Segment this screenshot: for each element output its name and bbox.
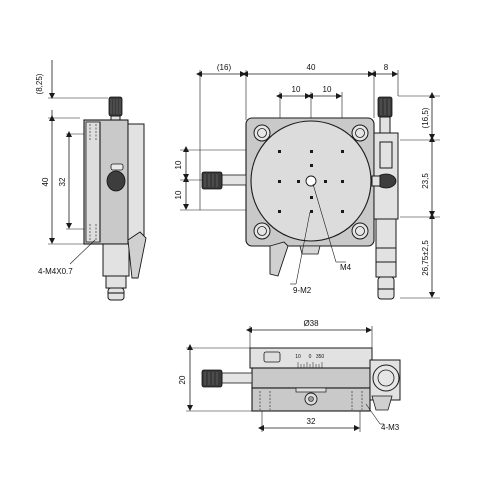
top-view: (16) 40 8 10 10 10 10 bbox=[174, 63, 440, 300]
dim-bottom-diameter: Ø38 bbox=[303, 319, 319, 328]
dim-top-width: 40 bbox=[307, 63, 316, 72]
dim-side-upper: 10 bbox=[174, 160, 183, 169]
front-view: Ø38 20 10 0 350 bbox=[178, 319, 401, 432]
dim-top-offset: (16) bbox=[217, 63, 232, 72]
dim-right-travel: 26,75±2,5 bbox=[421, 240, 430, 276]
label-m4: M4 bbox=[340, 263, 352, 272]
dim-top-inner-right: 10 bbox=[323, 85, 332, 94]
dim-bottom-width: 32 bbox=[307, 417, 316, 426]
dim-top-right: 8 bbox=[384, 63, 389, 72]
dim-left-top: (8,25) bbox=[35, 73, 44, 94]
dim-left-height: 40 bbox=[41, 177, 50, 186]
scale-label-mid: 0 bbox=[309, 354, 312, 360]
dim-bottom-height: 20 bbox=[178, 375, 187, 384]
scale-label-right: 350 bbox=[316, 354, 325, 360]
dim-top-inner-left: 10 bbox=[292, 85, 301, 94]
dim-bottom-thread: 4-M3 bbox=[381, 423, 400, 432]
dim-left-thread: 4-M4X0.7 bbox=[38, 267, 73, 276]
dim-right-top: (16,5) bbox=[421, 107, 430, 128]
dim-left-inner: 32 bbox=[58, 177, 67, 186]
left-side-view: (8,25) 40 32 4-M4X0.7 bbox=[35, 60, 147, 301]
dim-right-mid: 23,5 bbox=[421, 173, 430, 189]
label-9m2: 9-M2 bbox=[293, 286, 312, 295]
dim-side-lower: 10 bbox=[174, 190, 183, 199]
scale-label-left: 10 bbox=[295, 354, 301, 360]
